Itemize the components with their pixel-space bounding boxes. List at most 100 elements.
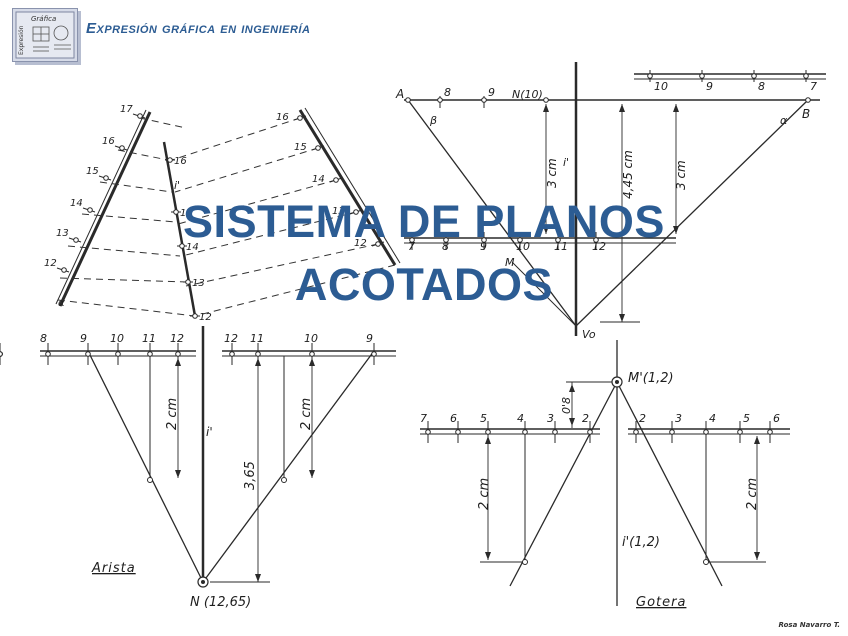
scale-point	[147, 351, 153, 357]
scale-point	[297, 115, 303, 121]
beta-label: β	[429, 114, 437, 127]
scale-label: 7	[810, 80, 817, 93]
logo-side-text: Expresión	[18, 25, 25, 55]
caption-gotera: Gotera	[636, 595, 686, 610]
point-b: B	[802, 107, 810, 121]
scale-point	[167, 157, 173, 163]
scale-point	[405, 97, 411, 103]
scale-point	[669, 429, 675, 435]
scale-label: 14	[186, 242, 199, 253]
scale-point	[409, 237, 415, 243]
scale-point	[333, 177, 339, 183]
scale-label: 10	[110, 332, 124, 345]
scale-point	[315, 145, 321, 151]
scale-point	[767, 429, 773, 435]
scale-point	[543, 97, 549, 103]
scale-point	[647, 73, 653, 79]
scale-label: 3	[675, 412, 682, 425]
point-n: N(10)	[512, 88, 543, 101]
scale-point	[455, 429, 461, 435]
scale-point	[703, 429, 709, 435]
scale-label: 16	[276, 112, 289, 123]
scale-label: 9	[488, 86, 495, 99]
scale-point	[593, 237, 599, 243]
scale-point	[45, 351, 51, 357]
scale-label: 13	[332, 206, 345, 217]
scale-point	[179, 243, 185, 249]
point-vo: Vo	[582, 328, 596, 341]
scale-label: 11	[554, 240, 568, 253]
scale-label: 9	[80, 332, 87, 345]
scale-point	[353, 209, 359, 215]
dim-2cm: 2 cm	[165, 398, 180, 430]
line-label: i'	[174, 179, 180, 192]
scale-point	[137, 113, 143, 119]
scale-label: 7	[420, 412, 427, 425]
point-m-dot	[615, 380, 619, 384]
scale-label: 2	[639, 412, 646, 425]
dim-08: 0'8	[560, 397, 573, 414]
scale-point	[309, 351, 315, 357]
alpha-label: α	[780, 114, 788, 127]
scale-label: 16	[174, 156, 187, 167]
scale-label: 14	[312, 174, 325, 185]
scale-label: 2	[582, 412, 589, 425]
scale-point	[87, 207, 93, 213]
scale-label: 17	[120, 104, 133, 115]
slide-title-line2: ACOTADOS	[294, 259, 554, 310]
scale-point	[115, 351, 121, 357]
scale-line	[298, 109, 397, 266]
scale-point	[587, 429, 593, 435]
author-credit: Rosa Navarro T.	[778, 621, 840, 629]
slope-line	[509, 381, 618, 587]
point-m: M	[505, 256, 515, 269]
dim-2cm: 2 cm	[745, 478, 760, 510]
scale-point	[485, 429, 491, 435]
slope-line	[87, 350, 204, 583]
scale-label: 12	[354, 238, 367, 249]
scale-point	[185, 279, 191, 285]
dim-2cm: 2 cm	[299, 398, 314, 430]
scale-point	[443, 237, 449, 243]
logo-text: Gráfica	[31, 15, 56, 23]
scale-point	[229, 351, 235, 357]
scale-point	[73, 237, 79, 243]
scale-label: 10	[304, 332, 318, 345]
point-m-label: M'(1,2)	[628, 371, 674, 386]
scale-label: 8	[444, 86, 451, 99]
point-n-label: N (12,65)	[190, 595, 251, 610]
scale-point	[175, 351, 181, 357]
dim-445cm: 4,45 cm	[621, 150, 635, 199]
header-title: Expresión gráfica en ingeniería	[86, 20, 311, 37]
alpha-label: α	[58, 298, 65, 309]
scale-label: 5	[743, 412, 750, 425]
slope-line	[575, 99, 809, 327]
scale-label: 13	[56, 228, 69, 239]
scale-label: 6	[450, 412, 457, 425]
scale-label: 12	[224, 332, 238, 345]
scale-point	[0, 351, 3, 357]
scale-label: 10	[654, 80, 668, 93]
scale-label: 8	[40, 332, 47, 345]
scale-label: 7	[408, 240, 415, 253]
scale-line	[58, 111, 152, 307]
scale-label: 5	[480, 412, 487, 425]
scale-label: 8	[758, 80, 765, 93]
scale-point	[103, 175, 109, 181]
scale-label: 3	[547, 412, 554, 425]
point	[703, 559, 709, 565]
scale-label: 15	[180, 208, 193, 219]
scale-point	[517, 237, 523, 243]
line-label: i'	[206, 425, 213, 439]
scale-label: 12	[170, 332, 184, 345]
scale-label: 11	[250, 332, 264, 345]
scale-label: 13	[192, 278, 205, 289]
scale-label: 9	[480, 240, 487, 253]
scale-point	[805, 97, 811, 103]
scale-point	[192, 313, 198, 319]
